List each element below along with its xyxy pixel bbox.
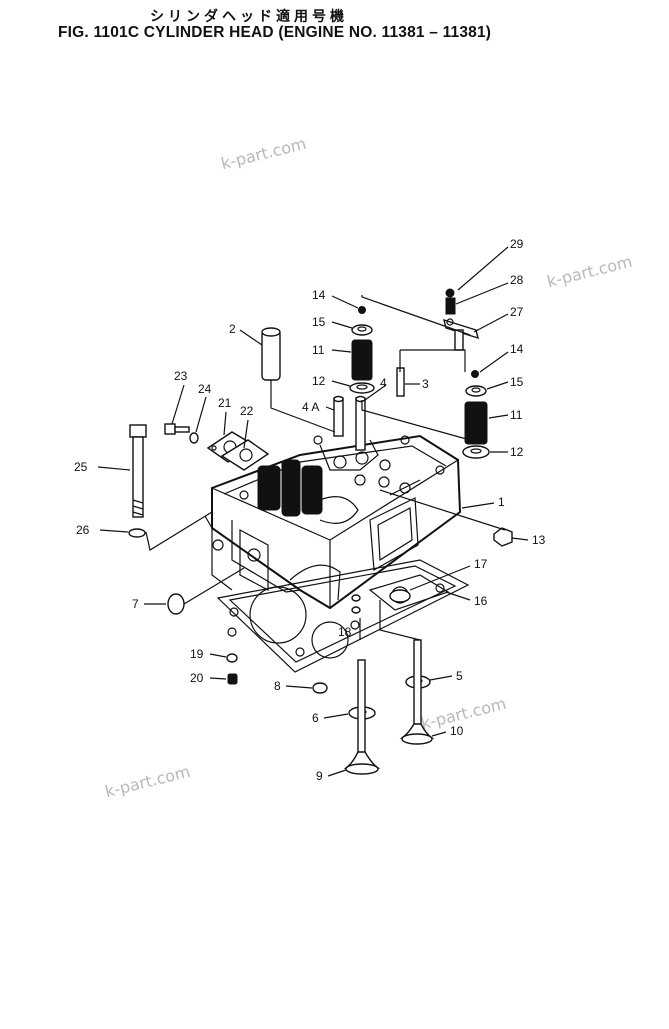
callout-20: 20 bbox=[190, 671, 204, 685]
callout-15: 15 bbox=[510, 375, 524, 389]
callout-22: 22 bbox=[240, 404, 254, 418]
leader-bracket bbox=[399, 349, 466, 372]
callout-3: 3 bbox=[422, 377, 429, 391]
exhaust-valve bbox=[399, 639, 435, 745]
callout-2: 2 bbox=[229, 322, 236, 336]
callout-24: 24 bbox=[198, 382, 212, 396]
callout-5: 5 bbox=[456, 669, 463, 683]
callout-13: 13 bbox=[532, 533, 546, 547]
callout-28: 28 bbox=[510, 273, 524, 287]
leader-bracket bbox=[361, 400, 471, 441]
callout-26: 26 bbox=[76, 523, 90, 537]
head-bolt bbox=[129, 424, 147, 518]
callout-8: 8 bbox=[274, 679, 281, 693]
leader-lines bbox=[97, 246, 529, 777]
callout-16: 16 bbox=[474, 594, 488, 608]
callout-6: 6 bbox=[312, 711, 319, 725]
callout-1: 1 bbox=[498, 495, 505, 509]
callout-12: 12 bbox=[312, 374, 326, 388]
valve-spring-stack-right bbox=[462, 370, 490, 459]
callout-10: 10 bbox=[450, 724, 464, 738]
leader-bracket bbox=[361, 295, 471, 336]
washer-24 bbox=[189, 432, 199, 444]
valve-guide-4 bbox=[355, 395, 366, 451]
dowel-18 bbox=[351, 594, 361, 614]
valve-bridge bbox=[443, 288, 479, 351]
callout-12: 12 bbox=[510, 445, 524, 459]
washer-19 bbox=[226, 653, 238, 663]
callout-23: 23 bbox=[174, 369, 188, 383]
callout-11: 11 bbox=[510, 408, 523, 422]
figure-title: FIG. 1101C CYLINDER HEAD (ENGINE NO. 113… bbox=[58, 24, 492, 41]
cover-17 bbox=[389, 589, 411, 603]
callout-25: 25 bbox=[74, 460, 88, 474]
washer-26 bbox=[128, 528, 146, 538]
callout-19: 19 bbox=[190, 647, 204, 661]
nut-20 bbox=[227, 673, 238, 685]
valve-guide-4a bbox=[333, 395, 344, 437]
cylinder-head-block bbox=[204, 434, 462, 610]
plug-13 bbox=[493, 527, 513, 547]
japanese-title: シリンダヘッド適用号機 bbox=[150, 9, 348, 25]
plug-7 bbox=[167, 593, 185, 615]
callout-29: 29 bbox=[510, 237, 524, 251]
bolt-23 bbox=[164, 423, 190, 435]
pushrod-tube bbox=[261, 327, 281, 381]
callout-labels: 29 28 27 14 15 11 12 2 3 4 4 A 14 15 11 … bbox=[74, 237, 546, 783]
callout-27: 27 bbox=[510, 305, 524, 319]
dowel-pin-3 bbox=[396, 367, 405, 397]
callout-14: 14 bbox=[312, 288, 326, 302]
callout-21: 21 bbox=[218, 396, 232, 410]
valve-spring-stack-middle bbox=[349, 306, 375, 394]
callout-4a: 4 A bbox=[302, 400, 319, 414]
head-gasket bbox=[216, 559, 470, 673]
callout-18: 18 bbox=[338, 625, 352, 639]
callout-7: 7 bbox=[132, 597, 139, 611]
callout-14: 14 bbox=[510, 342, 524, 356]
installed-valve-springs bbox=[257, 459, 323, 517]
callout-9: 9 bbox=[316, 769, 323, 783]
intake-valve bbox=[343, 659, 381, 775]
callout-11: 11 bbox=[312, 343, 325, 357]
callout-4: 4 bbox=[380, 376, 387, 390]
callout-17: 17 bbox=[474, 557, 488, 571]
plug-8 bbox=[312, 682, 328, 694]
cover-gasket bbox=[220, 439, 270, 471]
callout-15: 15 bbox=[312, 315, 326, 329]
